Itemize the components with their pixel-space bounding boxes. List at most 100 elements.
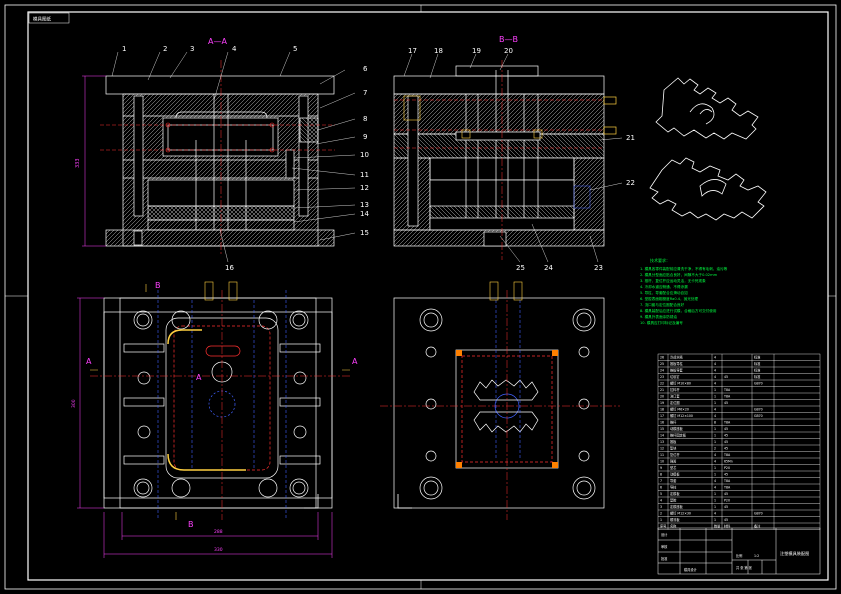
bom-cell: 15	[660, 427, 664, 431]
bb-callouts: 17 18 19 20 21 22 23 24 25	[408, 47, 635, 272]
bom-cell: 1	[714, 434, 716, 438]
bom-cell: 8	[714, 421, 716, 425]
bom-cell: 垫块	[670, 446, 677, 451]
bom-cell: 17	[660, 414, 664, 418]
callout-6: 6	[363, 65, 368, 73]
title-scale-label: 比例	[736, 553, 742, 558]
dim-width-outer: 330	[214, 547, 223, 553]
bom-cell: T8A	[723, 421, 731, 425]
part-isometric-upper	[655, 77, 759, 140]
callout-11: 11	[360, 171, 369, 179]
bom-cell: 8	[660, 473, 662, 477]
bom-cell: 9	[660, 466, 662, 470]
bom-cell: 动模座板	[670, 426, 684, 431]
bom-cell: 复位杆	[670, 452, 680, 457]
bom-cell: 螺钉 M12×100	[670, 413, 693, 418]
bom-cell: 1	[714, 505, 716, 509]
title-sheet: 共 张 第 张	[736, 565, 753, 570]
bom-header-cell: 名称	[670, 524, 677, 529]
bb-leader-lines	[403, 53, 623, 263]
bom-cell: 垃圾钉	[670, 374, 680, 379]
callout-20: 20	[504, 47, 513, 55]
bom-cell: 推板导柱	[670, 361, 684, 366]
cut-b-top: B	[155, 281, 161, 290]
tech-note-3: 3. 推杆、复位杆应运动灵活，无卡死现象	[640, 278, 706, 283]
bom-cell: 4	[714, 369, 716, 373]
callout-5: 5	[293, 45, 297, 53]
callout-22: 22	[626, 179, 635, 187]
bom-cell: 2	[660, 512, 662, 516]
callout-3: 3	[190, 45, 194, 53]
bom-table-grid	[657, 353, 821, 530]
bom-cell: 45	[724, 518, 728, 522]
bom-cell: 12	[660, 447, 664, 451]
bom-cell: GB70	[754, 414, 763, 418]
callout-18: 18	[434, 47, 443, 55]
bom-cell: 5	[660, 492, 662, 496]
cut-a-right: A	[352, 357, 358, 366]
bom-cell: 标准	[754, 361, 761, 366]
callout-7: 7	[363, 89, 367, 97]
section-aa-view	[105, 75, 335, 247]
bom-cell: 4	[714, 512, 716, 516]
bom-cell: 45	[724, 492, 728, 496]
bom-cell: 45	[724, 505, 728, 509]
bom-cell: T8A	[723, 453, 731, 457]
title-company: 模具设计	[684, 567, 698, 572]
bom-cell: 1	[714, 388, 716, 392]
drawing-title: 注塑模具装配图	[780, 550, 809, 557]
left-plan-view	[103, 297, 333, 509]
callout-14: 14	[360, 210, 369, 218]
bom-cell: 45	[724, 375, 728, 379]
bom-cell: 20	[660, 395, 664, 399]
bom-cell: 14	[660, 434, 664, 438]
bom-cell: 21	[660, 388, 664, 392]
technical-requirements: 技术要求： 1. 模具各零件装配前应清洗干净，不得有毛刺、油污等 2. 模具分型…	[640, 257, 728, 325]
cut-markers: B B A A A	[86, 281, 358, 529]
title-block	[657, 527, 821, 575]
sheet-tag: 模具图纸	[33, 16, 51, 23]
bom-cell: 3	[660, 505, 662, 509]
bom-cell: T8A	[723, 486, 731, 490]
tech-notes-title: 技术要求：	[650, 257, 670, 263]
dim-width-inner: 288	[214, 529, 223, 535]
bom-cell: 4	[714, 356, 716, 360]
cut-a-mid: A	[196, 373, 202, 382]
tech-note-8: 8. 模具装配后应进行试模，合格后方可交付使用	[640, 308, 717, 313]
bom-cell: 1	[714, 518, 716, 522]
bom-cell: 22	[660, 382, 664, 386]
bom-cell: 动模板	[670, 472, 680, 477]
bom-cell: 1	[660, 518, 662, 522]
bom-cell: GB70	[754, 408, 763, 412]
bb-cooling-and-fittings	[394, 60, 617, 260]
bom-cell: 1	[714, 466, 716, 470]
bom-cell: 1	[714, 473, 716, 477]
cut-a-left: A	[86, 357, 92, 366]
bom-cell: 型芯	[670, 465, 677, 470]
bom-cell: 推板导套	[670, 368, 684, 373]
bom-cell: 45	[724, 427, 728, 431]
bom-cell: 螺钉 M12×30	[670, 511, 691, 516]
bom-header-cell: 序号	[660, 524, 666, 529]
bom-cell: P20	[724, 466, 730, 470]
bom-cell: 45	[724, 434, 728, 438]
bom-cell: 1	[714, 492, 716, 496]
bom-cell: 1	[714, 395, 716, 399]
right-plan-lines	[380, 281, 620, 520]
callout-21: 21	[626, 134, 635, 142]
bom-cell: 1	[714, 427, 716, 431]
bom-cell: 拉料杆	[670, 387, 680, 392]
bom-cell: 25	[660, 362, 664, 366]
bom-cell: 4	[660, 499, 662, 503]
bom-cell: GB70	[754, 382, 763, 386]
section-aa-title: A—A	[208, 37, 227, 46]
dim-height-label: 333	[75, 158, 81, 168]
bom-cell: 标准	[754, 374, 761, 379]
bom-cell: 螺钉 M6×20	[670, 407, 689, 412]
section-bb-view	[393, 65, 605, 247]
bom-cell: T8A	[723, 395, 731, 399]
bom-cell: 10	[660, 460, 664, 464]
bom-cell: 6	[660, 486, 662, 490]
callout-23: 23	[594, 264, 603, 272]
